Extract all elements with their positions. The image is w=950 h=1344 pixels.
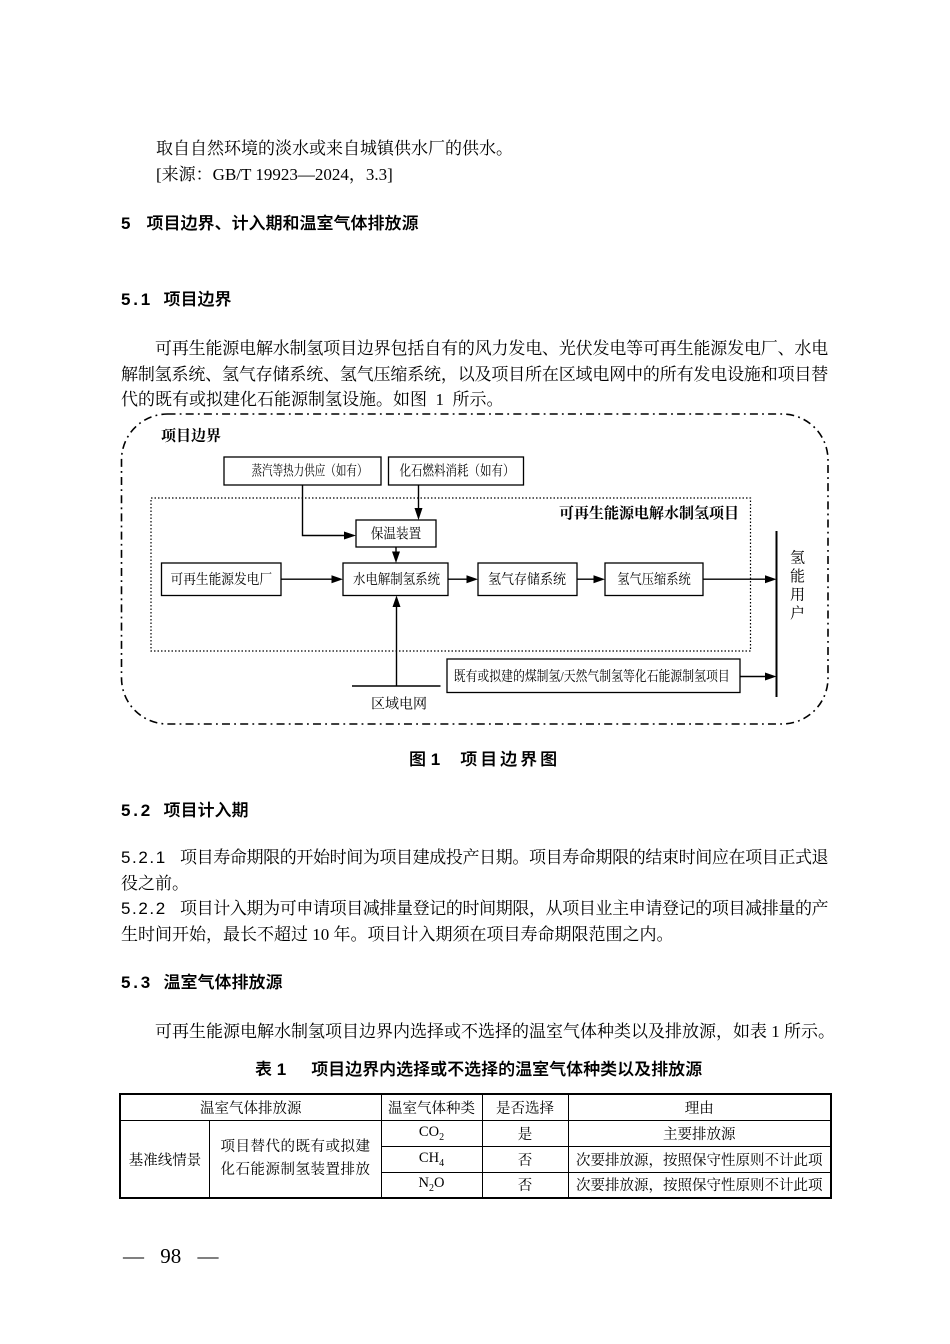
svg-text:户: 户 [790, 605, 805, 622]
svg-text:水电解制氢系统: 水电解制氢系统 [353, 571, 440, 588]
svg-text:用: 用 [790, 587, 805, 604]
svg-text:氢气压缩系统: 氢气压缩系统 [617, 572, 691, 588]
svg-text:项目边界: 项目边界 [161, 427, 221, 445]
svg-text:化石燃料消耗（如有）: 化石燃料消耗（如有） [400, 462, 515, 479]
svg-text:氢气存储系统: 氢气存储系统 [488, 571, 566, 588]
svg-text:保温装置: 保温装置 [371, 525, 422, 542]
svg-text:区域电网: 区域电网 [371, 696, 427, 713]
svg-text:氢: 氢 [790, 550, 805, 567]
svg-text:能: 能 [790, 568, 805, 585]
svg-text:蒸汽等热力供应（如有）: 蒸汽等热力供应（如有） [252, 462, 368, 479]
svg-text:可再生能源发电厂: 可再生能源发电厂 [171, 571, 273, 588]
svg-text:可再生能源电解水制氢项目: 可再生能源电解水制氢项目 [559, 504, 739, 522]
svg-text:既有或拟建的煤制氢/天然气制氢等化石能源制氢项目: 既有或拟建的煤制氢/天然气制氢等化石能源制氢项目 [454, 668, 730, 685]
